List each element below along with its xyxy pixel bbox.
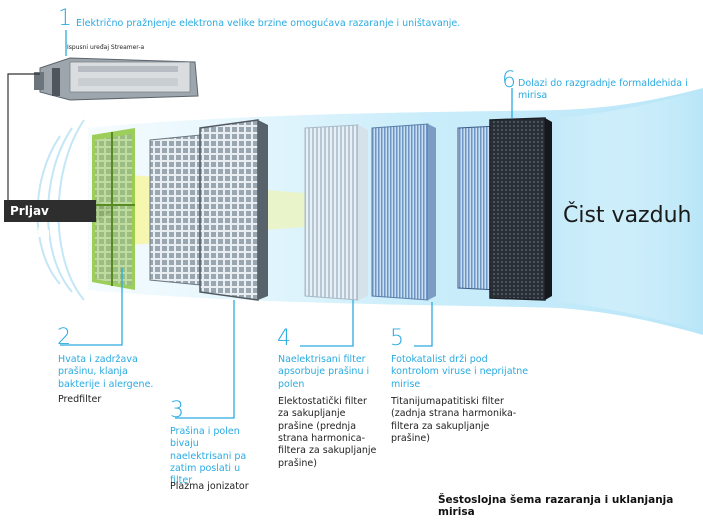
step-6-number: 6	[502, 68, 516, 93]
clean-air-label: Čist vazduh	[563, 203, 692, 228]
electrostatic-filter	[304, 124, 368, 301]
streamer-device-label: Ispusni uređaj Streamer-a	[67, 44, 145, 51]
photocatalyst-filter	[371, 123, 436, 301]
plasma-ionizer	[149, 119, 268, 301]
step-5-name: Titanijumapatitiski filter (zadnja stran…	[391, 396, 517, 445]
prefilter	[92, 128, 135, 290]
step-4-number: 4	[277, 326, 291, 351]
step-3-name: Plazma jonizator	[170, 481, 249, 492]
step-2-name: Predfilter	[58, 394, 102, 405]
step-4-description: Naelektrisani filter apsorbuje prašinu i…	[278, 354, 370, 390]
deodorizing-filter	[457, 117, 552, 301]
step-2-description: Hvata i zadržava prašinu, klanja bakteri…	[58, 354, 154, 390]
device-connector	[7, 73, 40, 200]
step-1-text: Električno pražnjenje elektrona velike b…	[76, 18, 461, 29]
diagram-caption: Šestoslojna šema razaranja i uklanjanja …	[438, 494, 674, 518]
step-5-number: 5	[390, 326, 404, 351]
step-6-text: Dolazi do razgradnje formaldehida i miri…	[518, 78, 688, 102]
step-3-number: 3	[170, 398, 184, 423]
clean-air-stream	[540, 90, 703, 330]
step-2-number: 2	[57, 325, 71, 350]
step-1-number: 1	[58, 6, 72, 31]
step-5-description: Fotokatalist drži pod kontrolom viruse i…	[391, 354, 529, 390]
leader-lines	[60, 30, 513, 419]
streamer-device	[34, 57, 199, 101]
step-3-description: Prašina i polen bivaju naelektrisani pa …	[170, 426, 247, 487]
step-4-name: Elektostatički filter za sakupljanje pra…	[278, 396, 377, 469]
dirty-air-label: Prljav vazduh	[4, 200, 96, 240]
